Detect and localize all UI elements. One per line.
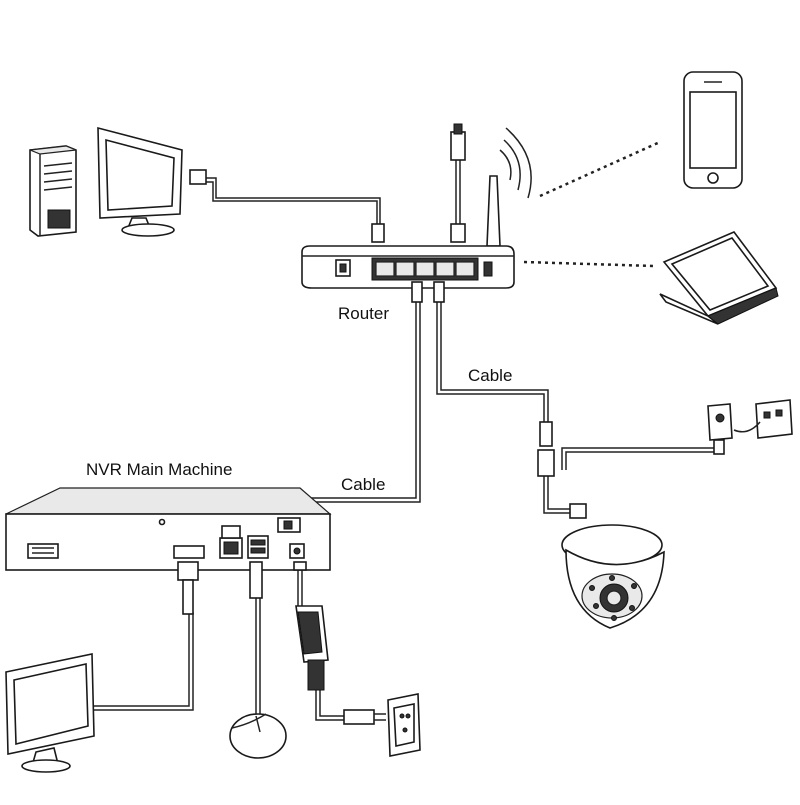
- wall-socket-icon: [343, 693, 421, 757]
- camera-power-adapter-icon: [707, 403, 733, 455]
- router-label: Router: [338, 304, 390, 323]
- desktop-monitor-icon: [97, 126, 207, 237]
- ethernet-plug-icon: [450, 123, 466, 161]
- dome-camera-icon: [561, 524, 665, 629]
- laptop-icon: [659, 231, 779, 325]
- monitor-icon: [5, 653, 95, 773]
- smartphone-icon: [683, 71, 743, 189]
- nvr-label: NVR Main Machine: [86, 460, 233, 479]
- wifi-signal-icon: [499, 127, 532, 199]
- camera-cable-label: Cable: [468, 366, 513, 385]
- router-icon: [301, 175, 515, 303]
- wireless-link-phone: [539, 140, 661, 198]
- camera-wall-socket-icon: [733, 399, 793, 439]
- cables: [90, 158, 718, 721]
- desktop-tower-icon: [29, 145, 77, 237]
- wireless-link-laptop: [523, 260, 655, 268]
- nvr-cable-label: Cable: [341, 475, 386, 494]
- power-adapter-icon: [295, 605, 329, 691]
- camera-cable-connectors: [537, 421, 587, 519]
- mouse-icon: [229, 713, 287, 759]
- nvr-recorder-icon: [5, 487, 332, 615]
